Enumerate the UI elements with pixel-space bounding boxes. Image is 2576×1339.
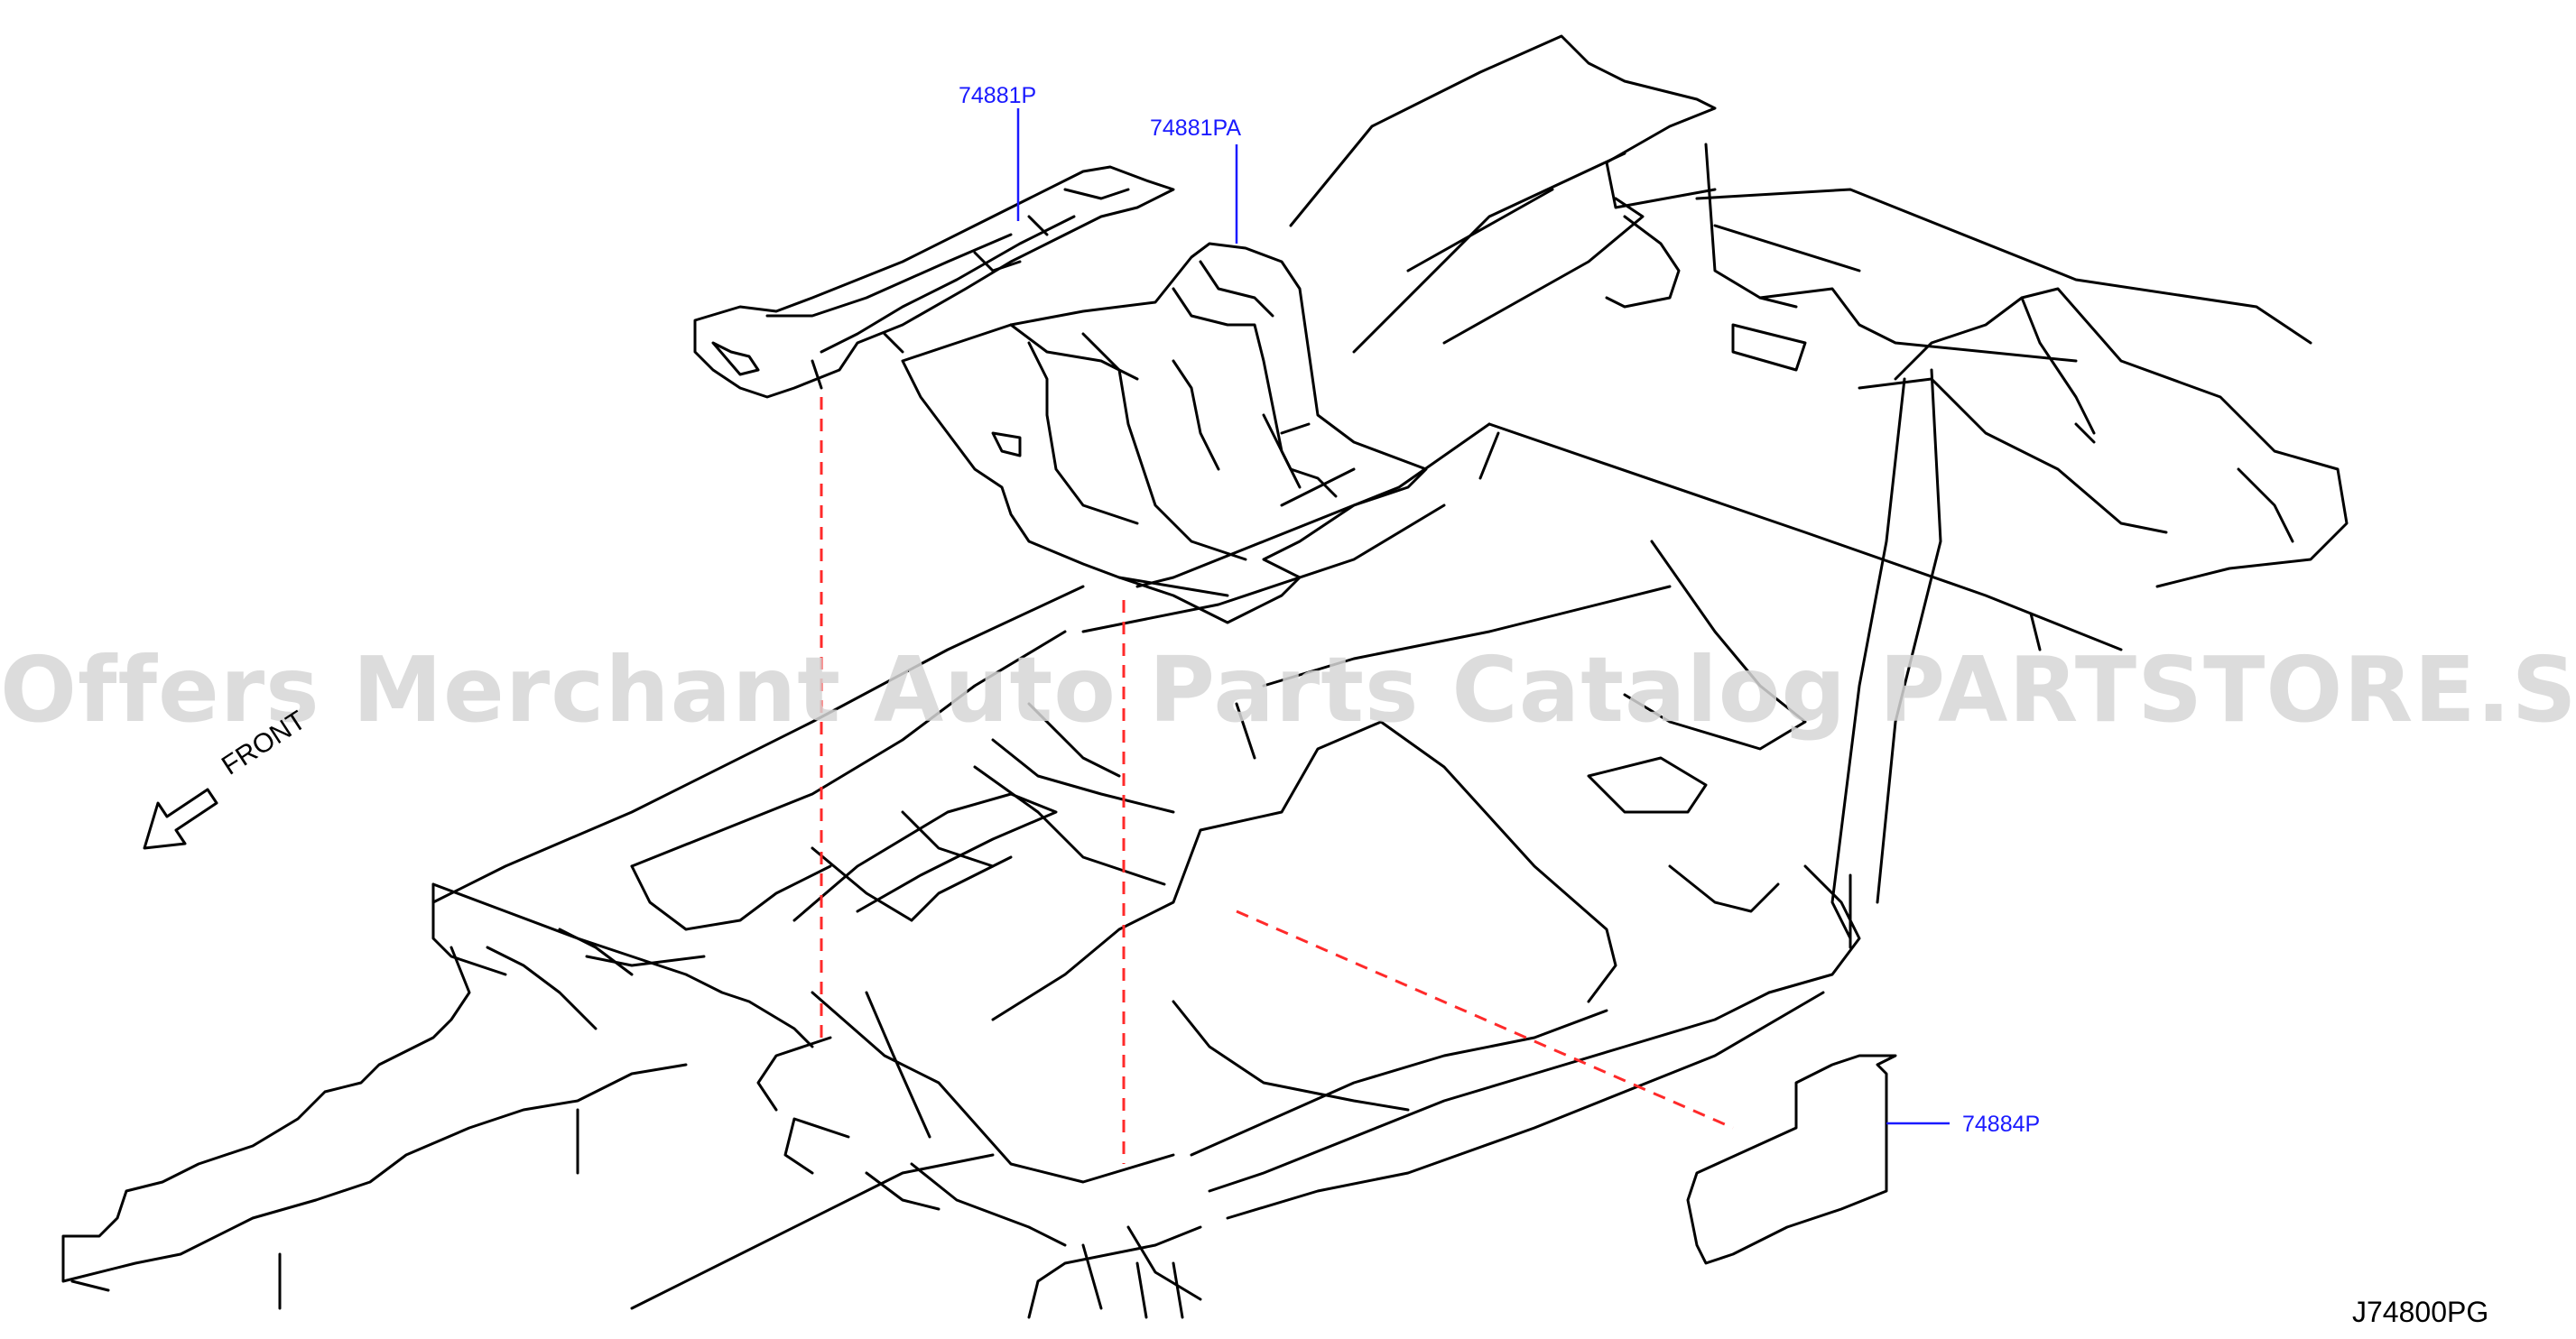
callout-74884p[interactable]: 74884P [1962, 1112, 2041, 1137]
part-74881p-drawing [693, 165, 1175, 399]
watermark: Offers Merchant Auto Parts Catalog PARTS… [0, 637, 2576, 743]
front-arrow-icon [143, 788, 218, 850]
part-74881pa-drawing [901, 242, 1428, 624]
part-74884p-drawing [1686, 1054, 1897, 1265]
callout-74881pa[interactable]: 74881PA [1150, 115, 1242, 141]
diagram-code: J74800PG [2352, 1296, 2489, 1328]
callout-leaders [1016, 108, 1950, 1125]
assembly-guide-lines [820, 397, 1734, 1164]
floor-structure-linework [61, 34, 2349, 1319]
callout-74881p[interactable]: 74881P [959, 83, 1037, 108]
